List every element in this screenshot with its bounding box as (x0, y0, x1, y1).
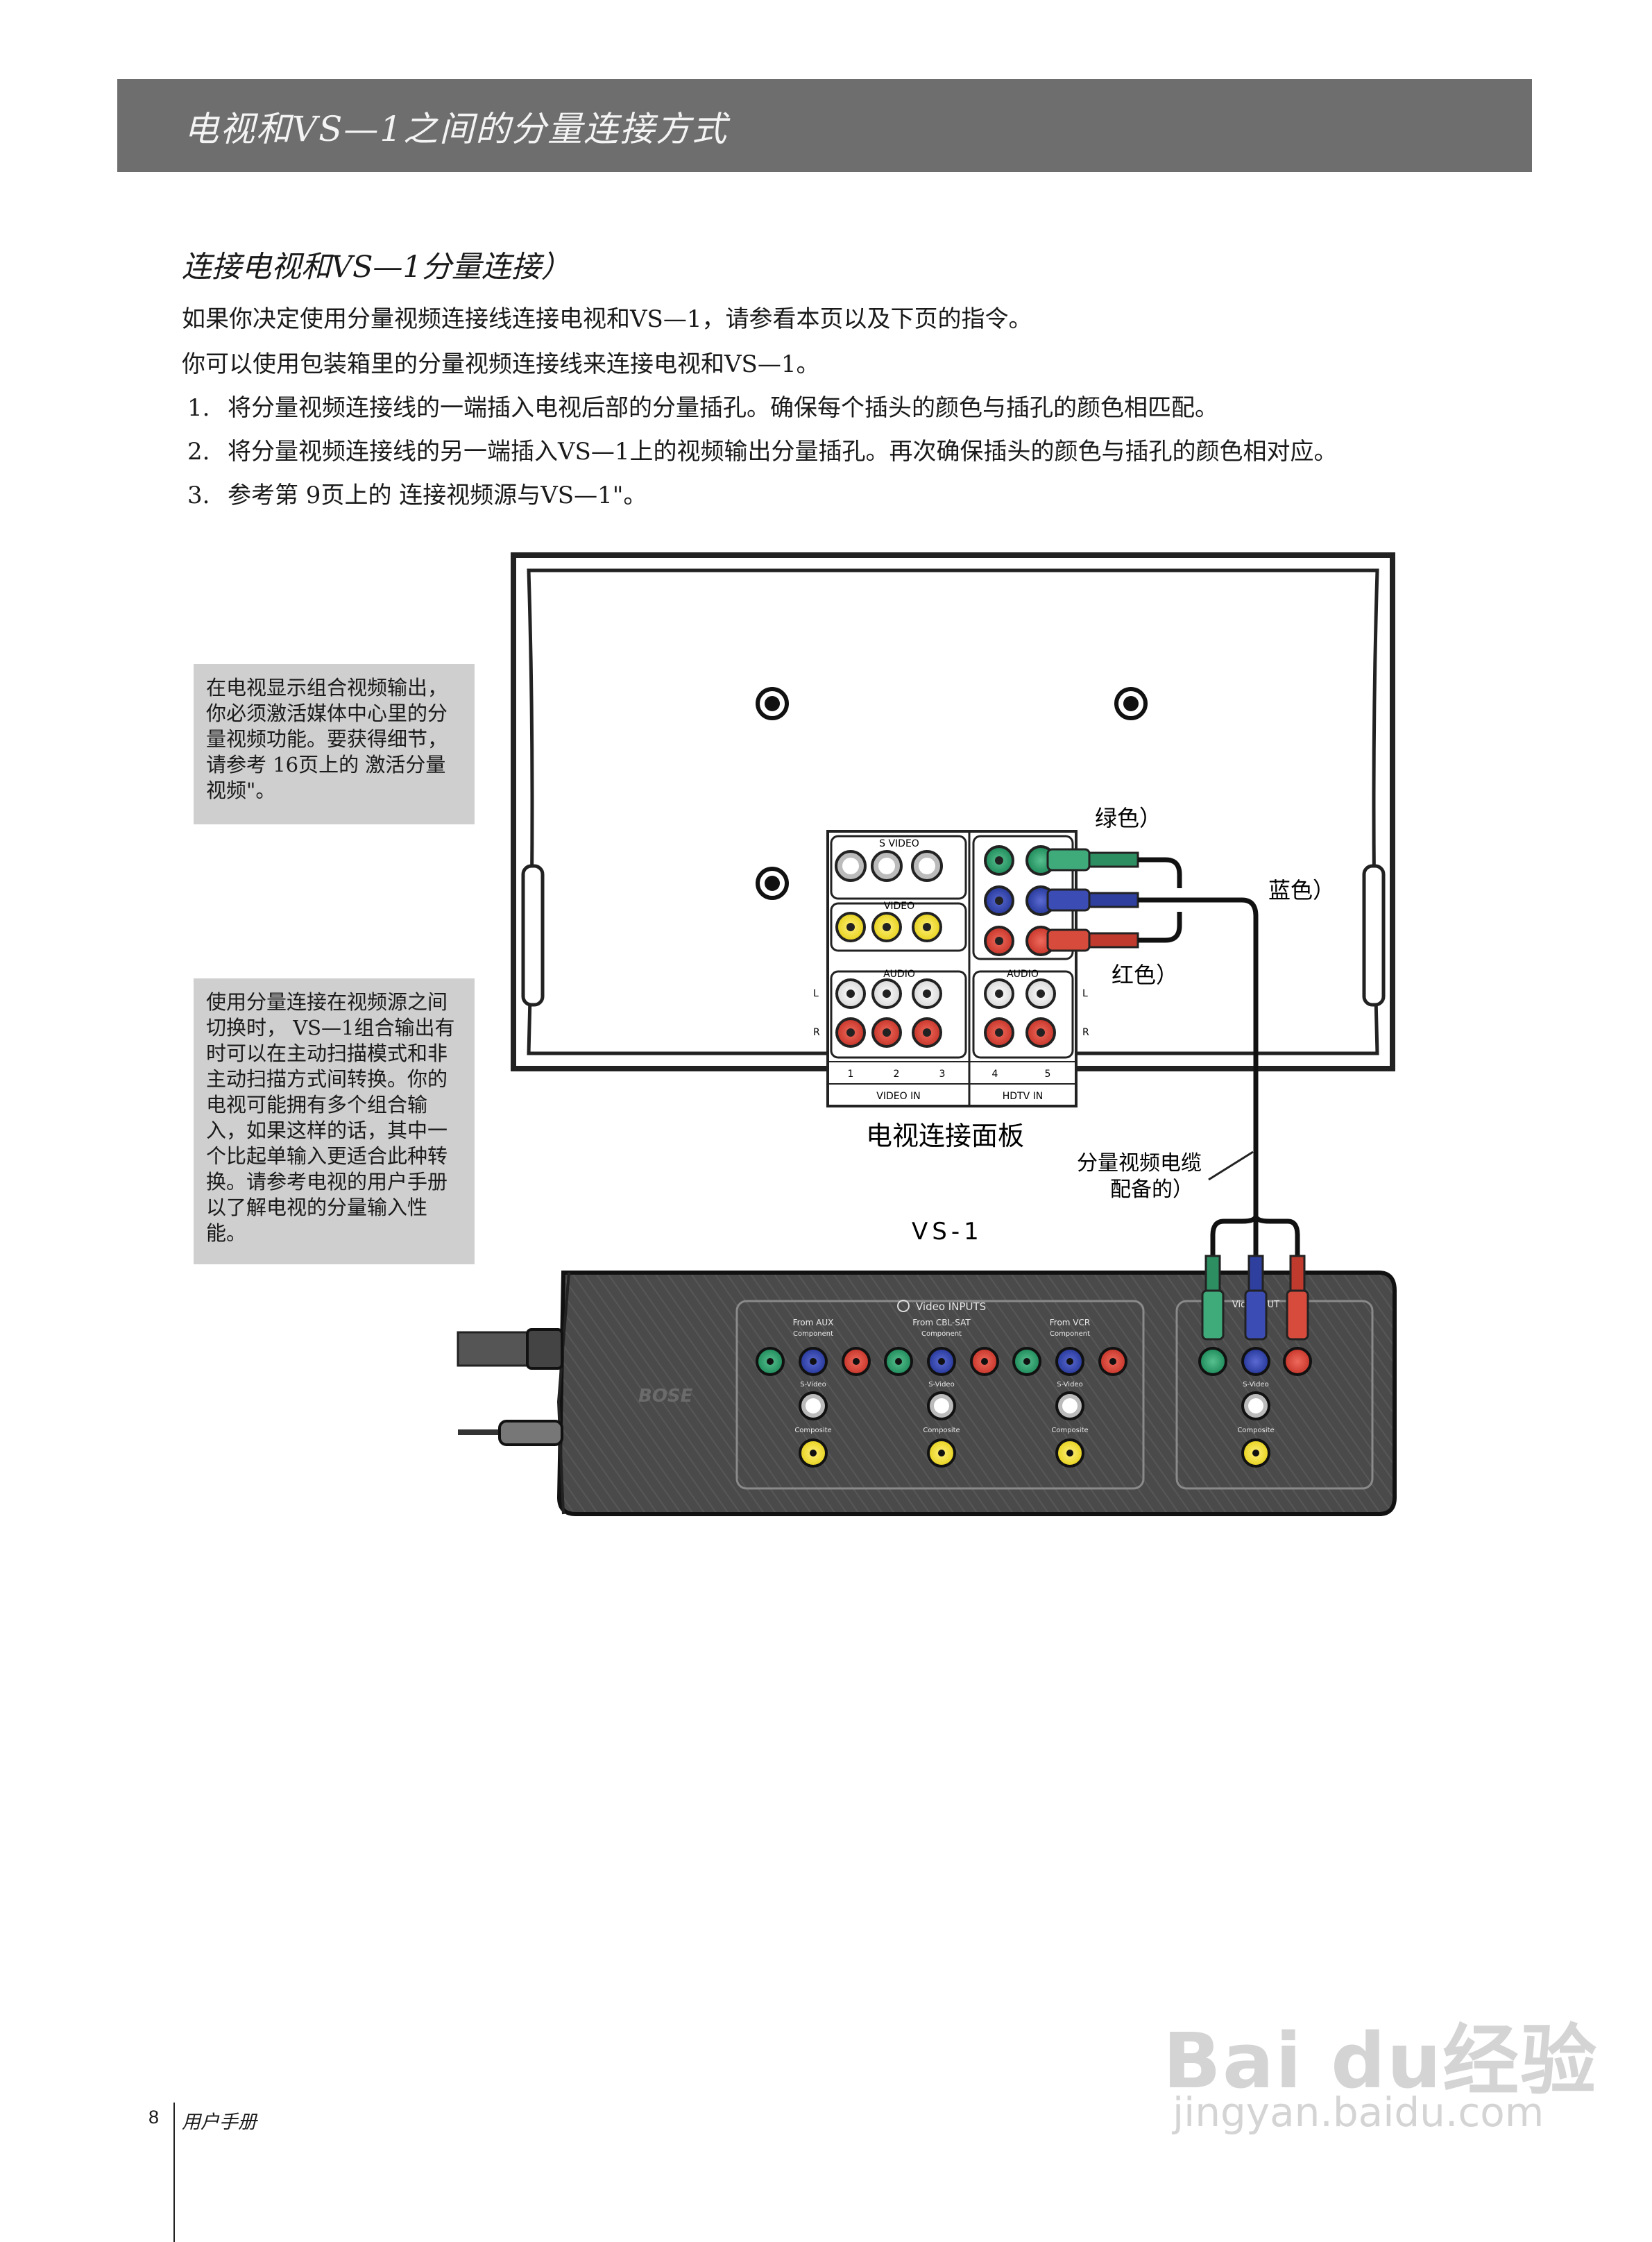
step-2: 2. 将分量视频连接线的另一端插入VS—1上的视频输出分量插孔。再次确保插头的颜色… (187, 432, 1337, 466)
section-subtitle: 连接电视和VS—1分量连接） (182, 250, 571, 285)
step-number: 2. (187, 438, 210, 466)
intro-paragraph-2: 你可以使用包装箱里的分量视频连接线来连接电视和VS—1。 (182, 350, 820, 378)
step-3: 3. 参考第 9页上的 连接视频源与VS—1"。 (187, 476, 647, 510)
step-text: 参考第 9页上的 连接视频源与VS—1"。 (228, 482, 647, 509)
red-label: 红色） (1112, 962, 1178, 988)
cable-caption: 配备的） (1110, 1178, 1193, 1202)
s-video-label: S-Video (928, 1381, 954, 1388)
cable-caption: 分量视频电缆 (1077, 1151, 1202, 1175)
s-video-label: S-Video (800, 1381, 826, 1388)
vs1-s-video-jack (799, 1391, 1270, 1420)
component-jack (984, 845, 1056, 956)
green-label: 绿色） (1095, 805, 1161, 831)
page-number: 8 (148, 2107, 160, 2128)
step-number: 1. (187, 394, 210, 422)
tv-connection-panel: S VIDEO VIDEO AUDIO AUDIO L R L R (813, 830, 1089, 1107)
input-number: 3 (939, 1069, 946, 1080)
page-title: 电视和VS—1之间的分量连接方式 (184, 109, 729, 149)
from-aux-label: From AUX (793, 1318, 834, 1327)
side-note-1: 在电视显示组合视频输出，你必须激活媒体中心里的分量视频功能。要获得细节，请参考 … (194, 664, 475, 824)
watermark-url: jingyan.baidu.com (1173, 2089, 1544, 2136)
header-bar: 电视和VS—1之间的分量连接方式 (117, 79, 1532, 172)
component-label: Component (793, 1330, 833, 1338)
component-plugs-tv (1046, 848, 1139, 952)
component-label: Component (921, 1330, 962, 1338)
composite-label: Composite (1237, 1427, 1274, 1434)
right-label: R (1082, 1027, 1089, 1038)
tv-mount-hole (756, 687, 1148, 900)
power-cords (457, 1328, 563, 1446)
intro-paragraph-1: 如果你决定使用分量视频连接线连接电视和VS—1，请参看本页以及下页的指令。 (182, 305, 1032, 333)
video-in-label: VIDEO IN (876, 1091, 920, 1102)
vs1-component-jack (756, 1347, 1312, 1376)
composite-label: Composite (923, 1427, 960, 1434)
video-label: VIDEO (884, 901, 914, 912)
audio-label: AUDIO (1007, 969, 1039, 980)
footer-divider (173, 2103, 175, 2242)
left-label: L (813, 988, 819, 999)
s-video-label: S-Video (1057, 1381, 1082, 1388)
watermark: Bai du经验 (1163, 2016, 1599, 2105)
composite-label: Composite (794, 1427, 831, 1434)
step-text: 将分量视频连接线的一端插入电视后部的分量插孔。确保每个插头的颜色与插孔的颜色相匹… (228, 394, 1218, 422)
blue-label: 蓝色） (1268, 877, 1335, 903)
step-1: 1. 将分量视频连接线的一端插入电视后部的分量插孔。确保每个插头的颜色与插孔的颜色… (187, 389, 1218, 423)
vs1-unit: BOSE Video INPUTS From AUX From CBL-SAT … (556, 1271, 1397, 1516)
s-video-label: S VIDEO (879, 838, 919, 849)
audio-jack (835, 978, 1056, 1048)
audio-label: AUDIO (883, 969, 915, 980)
left-label: L (1082, 988, 1088, 999)
footer-text: 用户手册 (182, 2112, 257, 2133)
hdtv-in-label: HDTV IN (1003, 1091, 1044, 1102)
component-cable (1138, 857, 1300, 1256)
input-number: 4 (992, 1069, 998, 1080)
input-number: 5 (1045, 1069, 1051, 1080)
s-video-jack (835, 850, 943, 882)
input-number: 1 (848, 1069, 854, 1080)
composite-jack (835, 912, 942, 942)
from-vcr-label: From VCR (1050, 1318, 1090, 1327)
right-label: R (813, 1027, 820, 1038)
component-plugs-vs1 (1201, 1255, 1309, 1341)
vs1-label: VS-1 (912, 1218, 983, 1246)
video-inputs-label: Video INPUTS (916, 1300, 986, 1313)
side-note-2: 使用分量连接在视频源之间切换时， VS—1组合输出有时可以在主动扫描模式和非主动… (194, 978, 475, 1264)
s-video-label: S-Video (1243, 1381, 1268, 1388)
bose-logo: BOSE (638, 1386, 693, 1407)
step-number: 3. (187, 482, 210, 509)
from-cbl-label: From CBL-SAT (912, 1318, 971, 1327)
composite-label: Composite (1051, 1427, 1088, 1434)
vs1-composite-jack (799, 1438, 1270, 1468)
step-text: 将分量视频连接线的另一端插入VS—1上的视频输出分量插孔。再次确保插头的颜色与插… (228, 438, 1338, 466)
tv-panel-caption: 电视连接面板 (866, 1121, 1024, 1151)
input-number: 2 (894, 1069, 900, 1080)
component-label: Component (1050, 1330, 1090, 1338)
